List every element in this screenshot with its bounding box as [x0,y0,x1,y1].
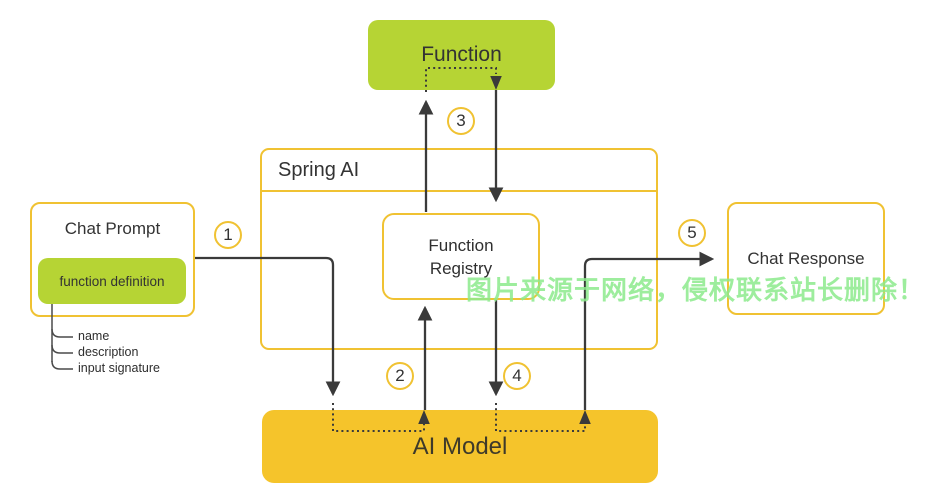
step-circle-3: 3 [447,107,475,135]
step-circle-2: 2 [386,362,414,390]
step-5-label: 5 [687,223,697,242]
function-registry-box: Function Registry [382,213,540,300]
annotation-description: description [78,345,139,359]
step-circle-5: 5 [678,219,706,247]
step-3-label: 3 [456,111,466,130]
function-box: Function [368,20,555,90]
function-box-label: Function [421,43,502,66]
chat-prompt-label: Chat Prompt [64,219,161,238]
annotation-input-signature: input signature [78,361,161,375]
chat-response-box: Chat Response [727,202,885,315]
spring-ai-header: Spring AI [262,150,656,192]
function-registry-label: Function Registry [428,235,494,278]
ai-model-box: AI Model [262,410,658,483]
chat-prompt-box: Chat Prompt function definition [30,202,195,317]
function-definition-badge: function definition [38,258,186,304]
step-2-label: 2 [395,366,405,385]
ai-model-label: AI Model [412,432,508,460]
step-circle-4: 4 [503,362,531,390]
watermark-text: 图片来源于网络，侵权联系站长删除！ [466,275,925,305]
step-1-label: 1 [223,225,233,244]
function-definition-label: function definition [59,273,165,289]
spring-ai-title: Spring AI [278,158,360,181]
step-4-label: 4 [512,366,522,385]
chat-response-label: Chat Response [747,248,865,268]
annotation-name: name [78,329,110,343]
step-circle-1: 1 [214,221,242,249]
